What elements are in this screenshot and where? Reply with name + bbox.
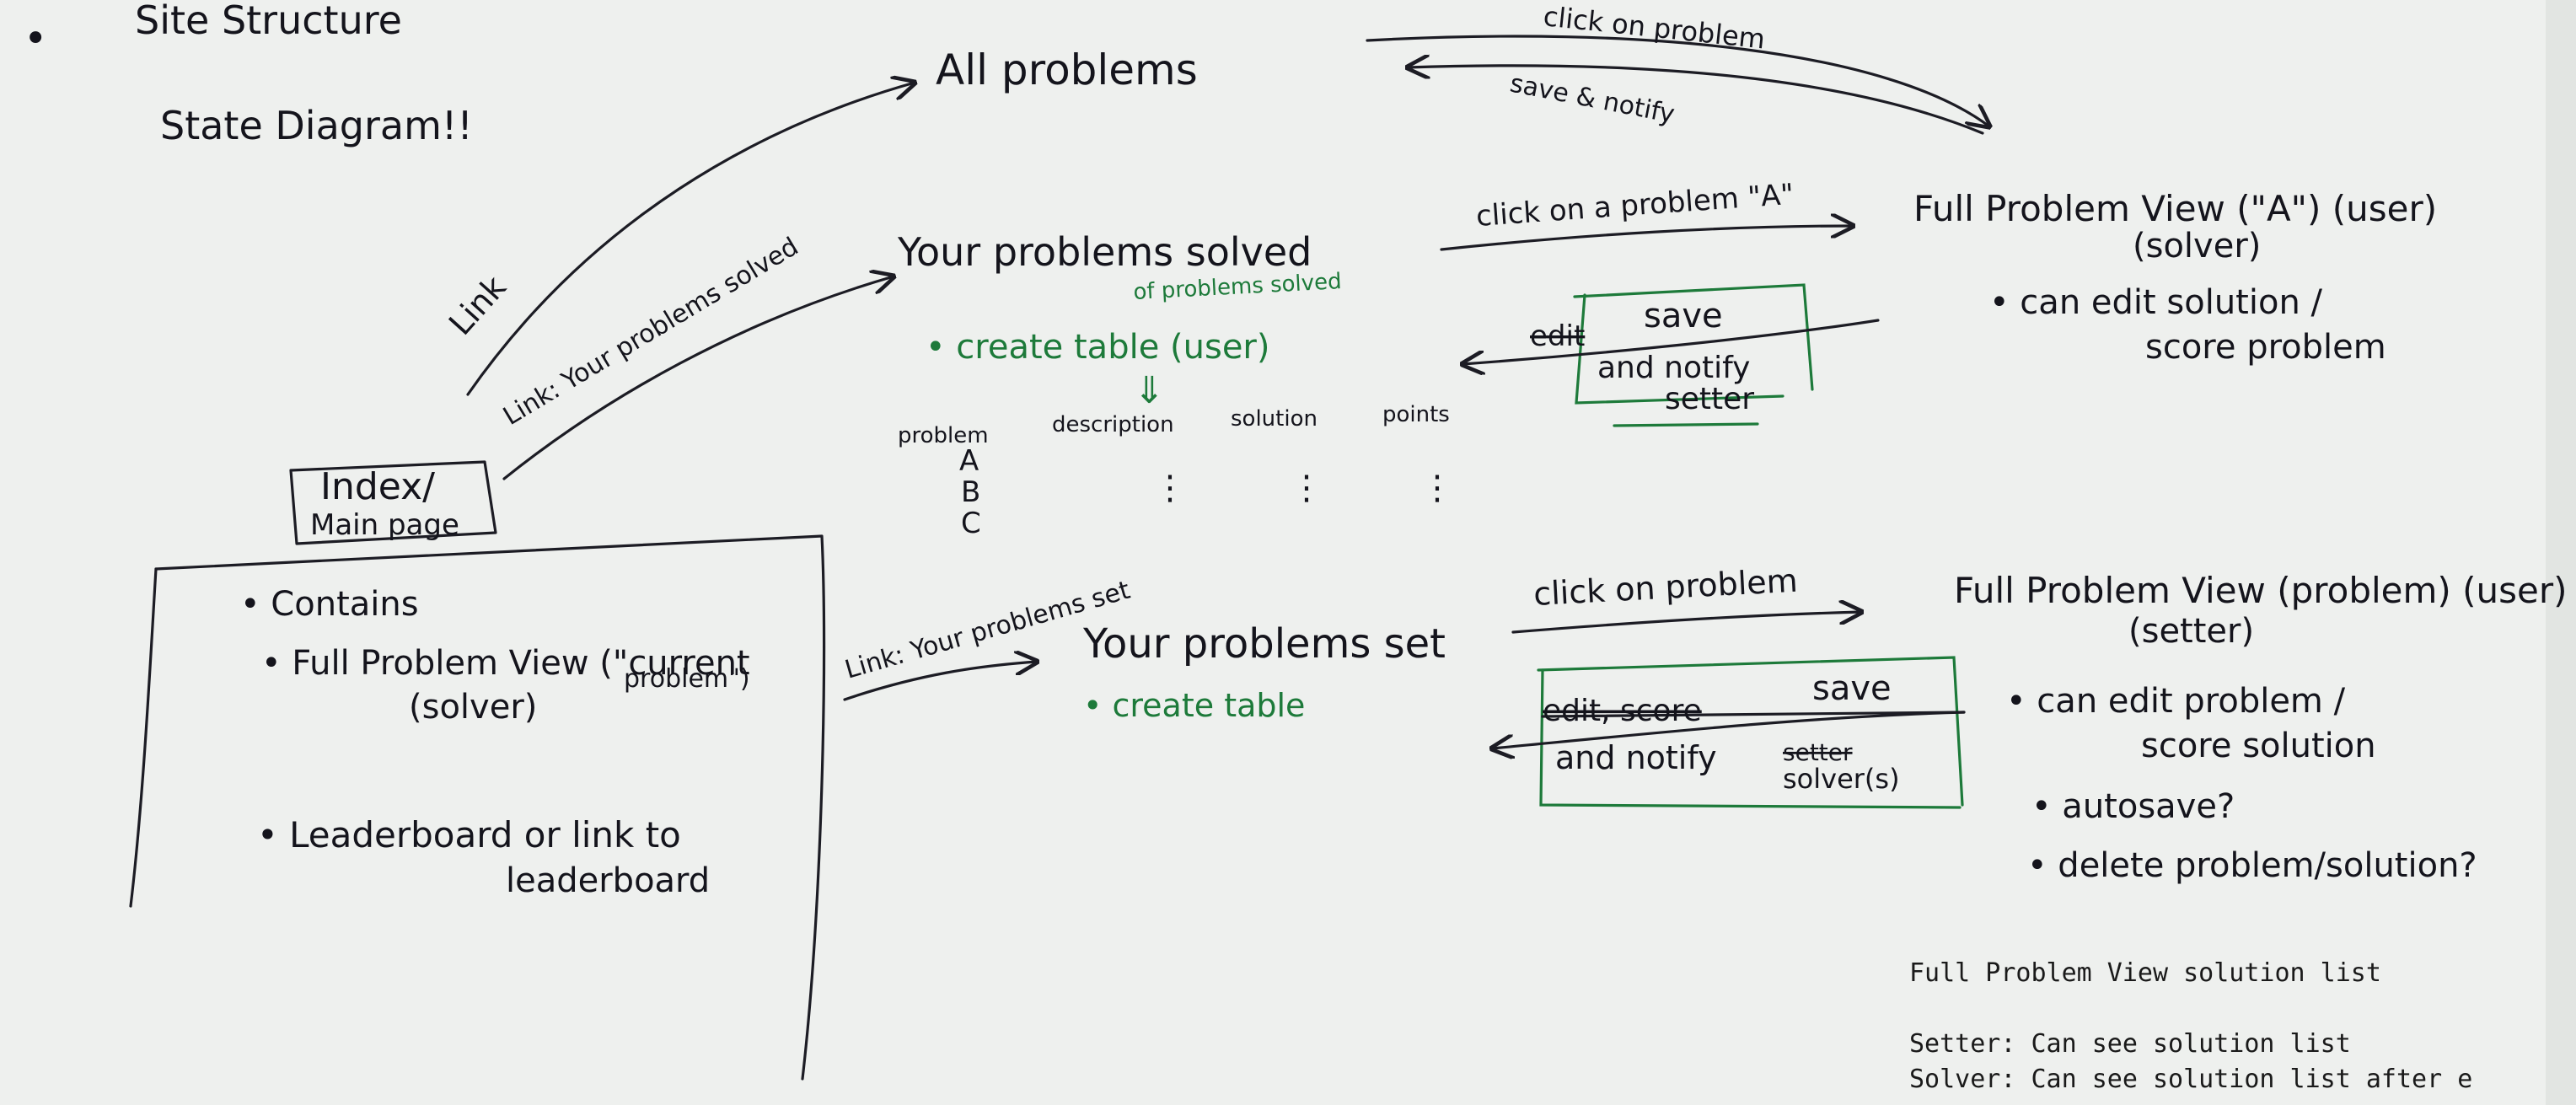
problems-set-create-table: • create table [1083, 687, 1305, 724]
column-header-problem: problem [898, 423, 989, 448]
solver-view-node: Full Problem View ("A") (user) [1913, 188, 2437, 229]
typed-note-line-3: Solver: Can see solution list after e [1909, 1065, 2472, 1094]
setter-save-box-save: save [1812, 669, 1892, 708]
solution-ellipsis: ⋮ [1290, 469, 1323, 507]
setter-view-bullet-1: • can edit problem / [2006, 682, 2346, 721]
typed-note: Full Problem View solution list Setter: … [1909, 958, 2472, 1094]
contents-item-full-problem-view-cont: problem") [624, 664, 750, 694]
down-arrow-icon: ⇓ [1134, 369, 1165, 412]
paper-shadow-edge [2546, 0, 2576, 1105]
solver-view-role: (solver) [2133, 227, 2261, 266]
contents-item-full-problem-view: • Full Problem View ("current [261, 644, 750, 683]
index-node: Index/ Main page [289, 460, 497, 545]
typed-note-line-2: Setter: Can see solution list [1909, 1029, 2351, 1059]
setter-view-role: (setter) [2128, 612, 2254, 651]
index-node-label-2: Main page [310, 508, 459, 542]
column-header-solution: solution [1231, 406, 1318, 432]
arrow-save-notify-top [1408, 66, 1984, 135]
setter-view-bullet-3: • delete problem/solution? [2027, 846, 2477, 885]
solver-save-box: edit save and notify setter [1462, 283, 1880, 427]
diagram-title: Site Structure [135, 0, 402, 43]
solver-view-bullet-1-cont: score problem [2145, 328, 2386, 367]
problems-solved-create-table: • create table (user) [926, 328, 1269, 367]
column-header-description: description [1052, 412, 1174, 437]
all-problems-node: All problems [936, 46, 1198, 94]
arrow-index-to-problems-solved [502, 276, 894, 480]
solver-save-box-setter: setter [1665, 382, 1754, 416]
description-ellipsis: ⋮ [1153, 469, 1187, 507]
arrow-click-on-problem-set [1511, 612, 1861, 634]
diagram-subtitle: State Diagram!! [160, 103, 473, 148]
solver-view-bullet-1: • can edit solution / [1989, 283, 2323, 322]
setter-view-bullet-1-cont: score solution [2141, 727, 2376, 765]
table-row-b: B [961, 475, 980, 509]
arrow-click-on-problem-top [1366, 35, 1989, 126]
main-page-contents-region: • Contains • Full Problem View ("current… [129, 534, 826, 1081]
problems-solved-node: Your problems solved [897, 229, 1312, 275]
solver-save-box-save: save [1644, 297, 1723, 335]
index-node-label-1: Index/ [320, 465, 435, 508]
contents-item-contains: • Contains [240, 585, 419, 624]
setter-view-node: Full Problem View (problem) (user) [1954, 570, 2568, 611]
contents-item-solver-role: (solver) [409, 688, 537, 727]
table-row-a: A [959, 444, 979, 478]
problems-solved-table: problem description solution points A B … [898, 402, 1454, 540]
typed-note-line-1: Full Problem View solution list [1909, 958, 2381, 988]
solver-save-box-struck: edit [1530, 319, 1585, 353]
points-ellipsis: ⋮ [1420, 469, 1454, 507]
contents-item-leaderboard: • Leaderboard or link to [257, 814, 681, 856]
arrow-click-on-problem-a [1440, 226, 1853, 251]
problems-set-node: Your problems set [1082, 620, 1446, 668]
arrow-index-to-problems-set [843, 662, 1037, 701]
setter-save-box-solvers: solver(s) [1783, 763, 1900, 795]
solver-save-box-notify: and notify [1597, 351, 1750, 385]
setter-save-box-setter-struck: setter [1783, 738, 1853, 766]
table-row-c: C [961, 507, 981, 540]
setter-view-bullet-2: • autosave? [2031, 787, 2235, 826]
setter-save-box-notify: and notify [1555, 739, 1717, 776]
setter-save-box-struck: edit, score [1543, 694, 1702, 728]
column-header-points: points [1382, 402, 1450, 427]
contents-item-leaderboard-cont: leaderboard [506, 861, 710, 900]
setter-save-box: edit, score save and notify setter solve… [1492, 656, 1966, 809]
arrow-index-to-all-problems [466, 83, 915, 396]
header-bullet: • [24, 15, 47, 62]
